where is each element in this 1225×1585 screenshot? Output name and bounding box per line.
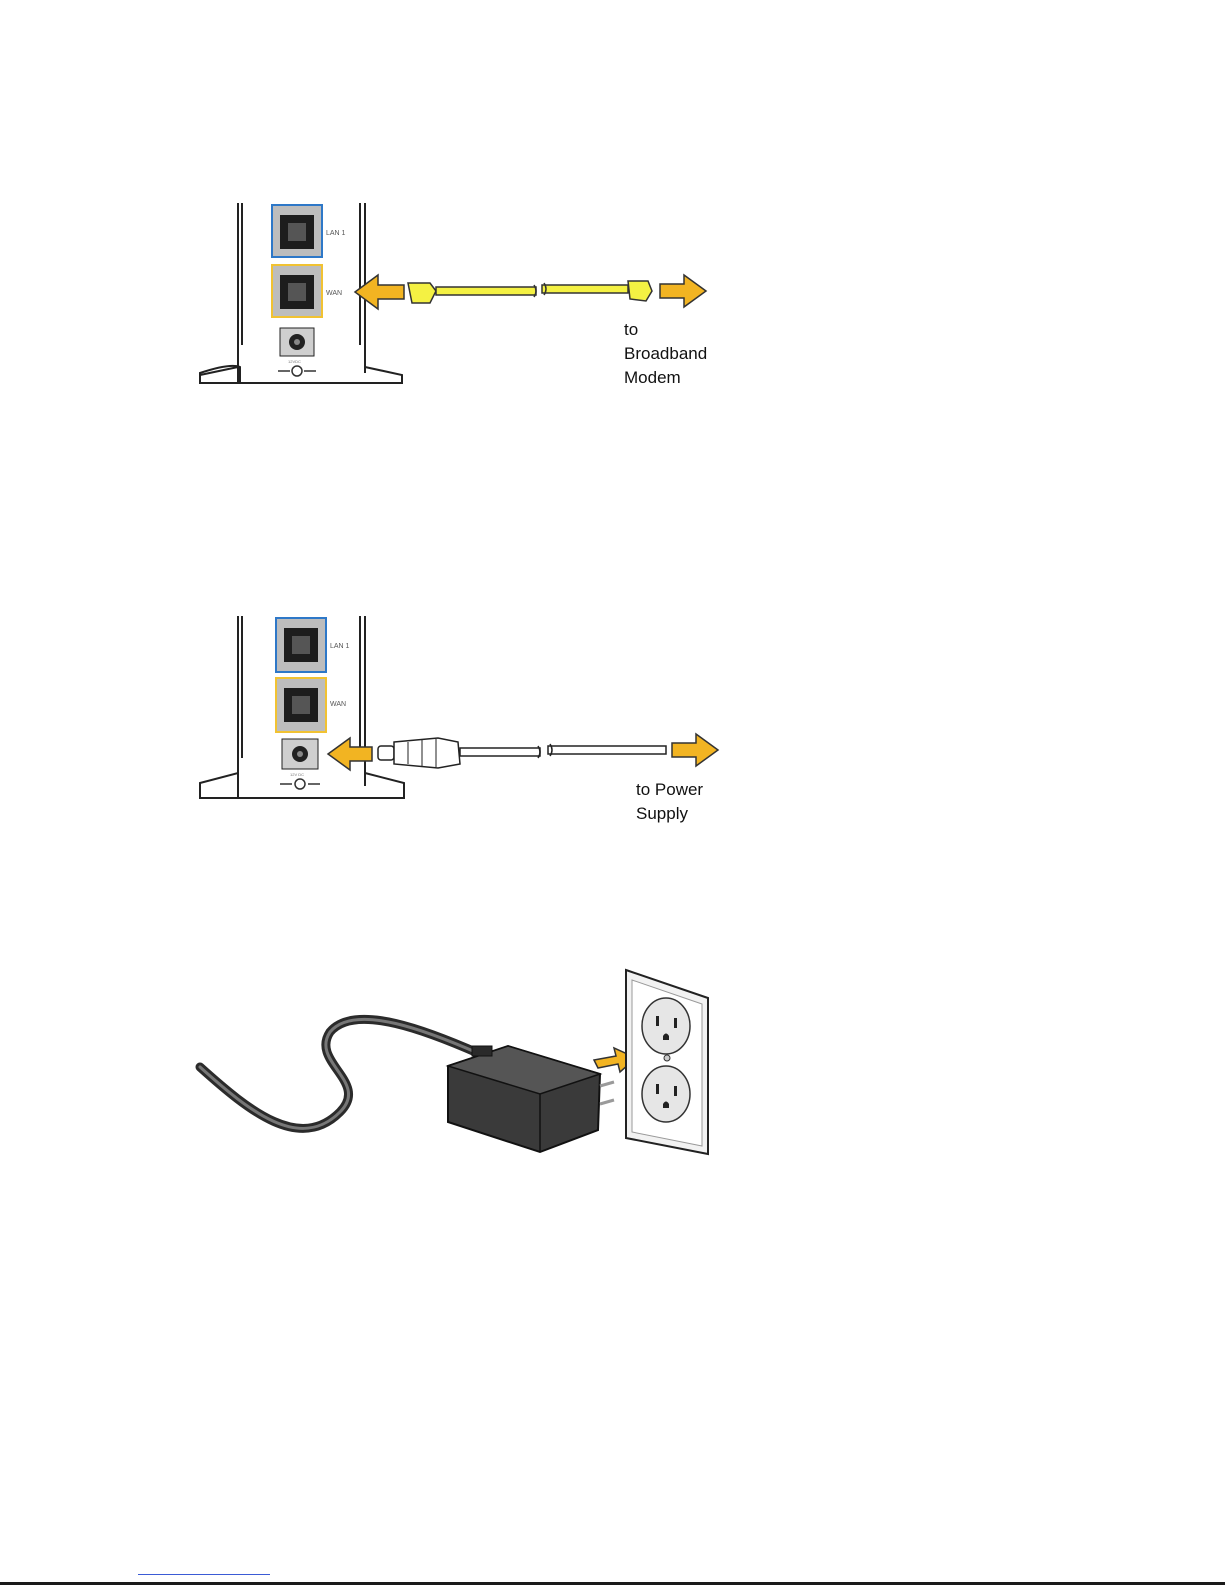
- lan-port: LAN 1: [272, 205, 346, 257]
- wall-outlet: [626, 970, 708, 1154]
- to-power-arrow-right-icon: [672, 734, 718, 766]
- outlet-receptacle-top: [642, 998, 690, 1054]
- to-power-supply-label: to Power Supply: [636, 778, 703, 826]
- lan-port-label: LAN 1: [330, 643, 350, 650]
- power-adapter: [448, 1046, 614, 1152]
- power-cable: [378, 738, 666, 768]
- power-jack-label: 12V DC: [290, 772, 304, 777]
- wan-port-label: WAN: [326, 290, 342, 297]
- power-jack-label: 12VDC: [288, 359, 301, 364]
- wan-port: WAN: [276, 678, 346, 732]
- footer-link-underline: [138, 1574, 270, 1575]
- ethernet-cable: [408, 281, 652, 303]
- power-jack: 12V DC: [280, 739, 320, 789]
- to-broadband-modem-label: to Broadband Modem: [624, 318, 707, 390]
- power-jack: 12VDC: [278, 328, 316, 376]
- outlet-receptacle-bottom: [642, 1066, 690, 1122]
- lan-port-label: LAN 1: [326, 230, 346, 237]
- lan-port: LAN 1: [276, 618, 350, 672]
- wan-port-label: WAN: [330, 701, 346, 708]
- insert-arrow-left-icon: [355, 275, 404, 309]
- to-modem-arrow-right-icon: [660, 275, 706, 307]
- wall-outlet-figure: [190, 962, 730, 1182]
- wan-port: WAN: [272, 265, 342, 317]
